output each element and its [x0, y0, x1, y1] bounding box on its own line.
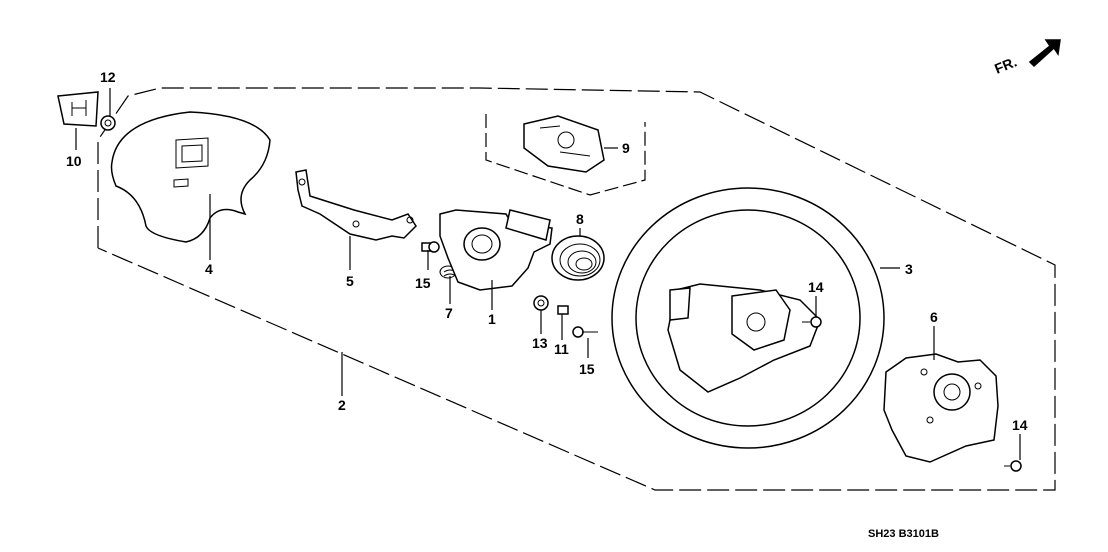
callout-10: 10 — [66, 153, 82, 169]
assembly-outline — [97, 87, 1056, 491]
callout-15-left: 15 — [415, 275, 431, 291]
callout-14-lower: 14 — [1012, 417, 1028, 433]
callout-14-upper: 14 — [808, 279, 824, 295]
callout-5: 5 — [346, 273, 354, 289]
wheel-nut-lower-part — [1004, 460, 1022, 472]
bolt-part-right — [572, 326, 598, 338]
diagram-code: SH23 B3101B — [868, 528, 939, 540]
nut-part — [100, 115, 116, 131]
wheel-nut-upper-part — [802, 316, 822, 328]
callout-7: 7 — [445, 305, 453, 321]
bracket-part — [295, 169, 417, 241]
callout-3: 3 — [905, 261, 913, 277]
callout-4: 4 — [205, 261, 213, 277]
lower-cover-part — [883, 353, 999, 463]
callout-13: 13 — [532, 335, 548, 351]
screw-part — [557, 305, 569, 315]
front-direction-label: FR. — [992, 53, 1019, 76]
callout-6: 6 — [930, 309, 938, 325]
callout-11: 11 — [554, 341, 569, 357]
pad-cover-part — [110, 111, 271, 243]
emblem-part — [57, 91, 99, 127]
callout-15-right: 15 — [579, 361, 595, 377]
washer-part — [533, 295, 549, 311]
cable-reel-part — [439, 209, 553, 291]
leader-lines — [75, 88, 1021, 460]
callout-12: 12 — [100, 69, 116, 85]
callout-1: 1 — [488, 311, 496, 327]
steering-wheel-part — [611, 187, 885, 449]
callout-9: 9 — [622, 140, 630, 156]
callout-8: 8 — [576, 211, 584, 227]
switch-part — [523, 115, 605, 173]
callout-2: 2 — [338, 397, 346, 413]
front-direction-arrow: FR. — [992, 39, 1061, 77]
coil-spring-part — [551, 235, 605, 281]
callout-labels: 1 2 3 4 5 6 7 8 9 10 11 12 13 14 14 15 1… — [66, 69, 1028, 433]
bolt-part-left — [421, 241, 440, 253]
